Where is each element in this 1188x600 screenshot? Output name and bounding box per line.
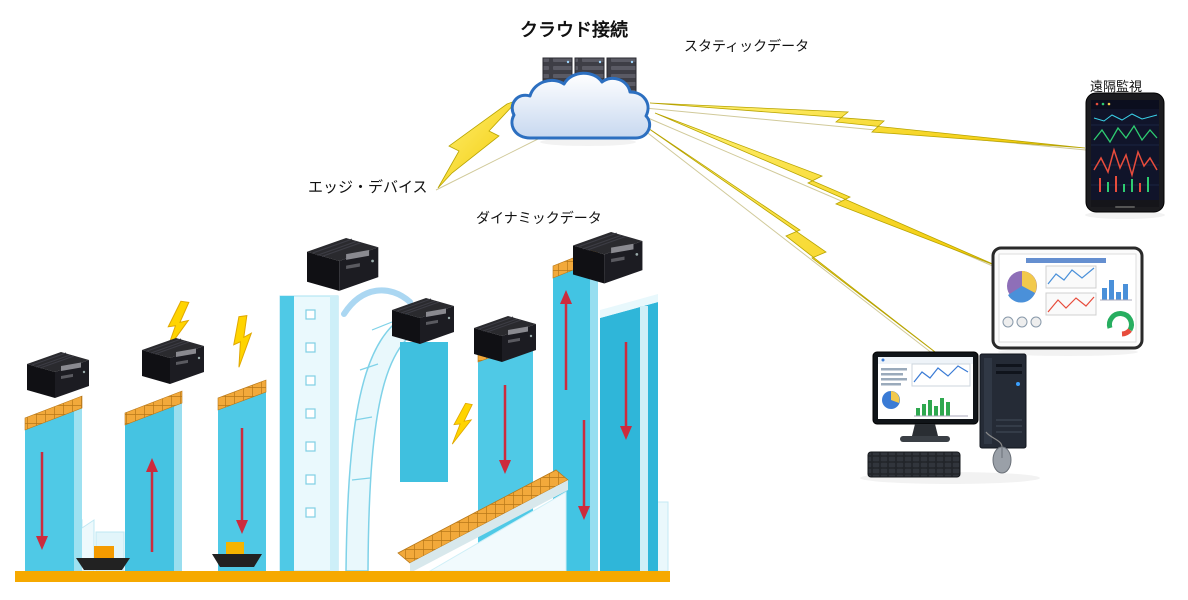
pc-tower	[979, 353, 1027, 449]
edge-device-box	[26, 351, 90, 399]
cloud-server-icon	[510, 57, 652, 146]
edge-device-label: エッジ・デバイス	[308, 179, 428, 196]
tablet-dashboard-icon	[991, 246, 1144, 356]
building	[400, 342, 448, 482]
ground	[15, 571, 670, 582]
building	[24, 395, 83, 571]
lightning-bolt	[437, 99, 519, 189]
boats	[76, 542, 262, 570]
monitor	[872, 351, 979, 442]
edge-device-box	[306, 237, 379, 292]
static-data-label: スタティックデータ	[684, 38, 810, 54]
dynamic-data-label: ダイナミックデータ	[476, 210, 602, 226]
lightning-bolt	[649, 102, 1086, 149]
smart-city-illustration	[15, 231, 670, 582]
connection-links	[435, 99, 1087, 365]
edge-device-box	[572, 231, 644, 285]
desktop-pc-icon	[860, 351, 1040, 484]
solar-panel-ramp	[397, 469, 569, 573]
building	[217, 379, 267, 571]
smartphone-icon	[1085, 92, 1165, 219]
edge-device-box	[141, 337, 205, 385]
building	[124, 390, 183, 571]
mouse	[985, 431, 1012, 474]
tower-building	[279, 295, 339, 572]
cloud-connection-label: クラウド接続	[520, 20, 628, 40]
cloud-shape	[510, 71, 652, 140]
building	[600, 294, 658, 571]
keyboard	[867, 451, 961, 478]
lightning-bolt	[641, 123, 949, 363]
edge-device-box	[391, 297, 455, 345]
arc-link	[341, 287, 413, 317]
remote-monitoring-label: 遠隔監視	[1090, 79, 1143, 94]
